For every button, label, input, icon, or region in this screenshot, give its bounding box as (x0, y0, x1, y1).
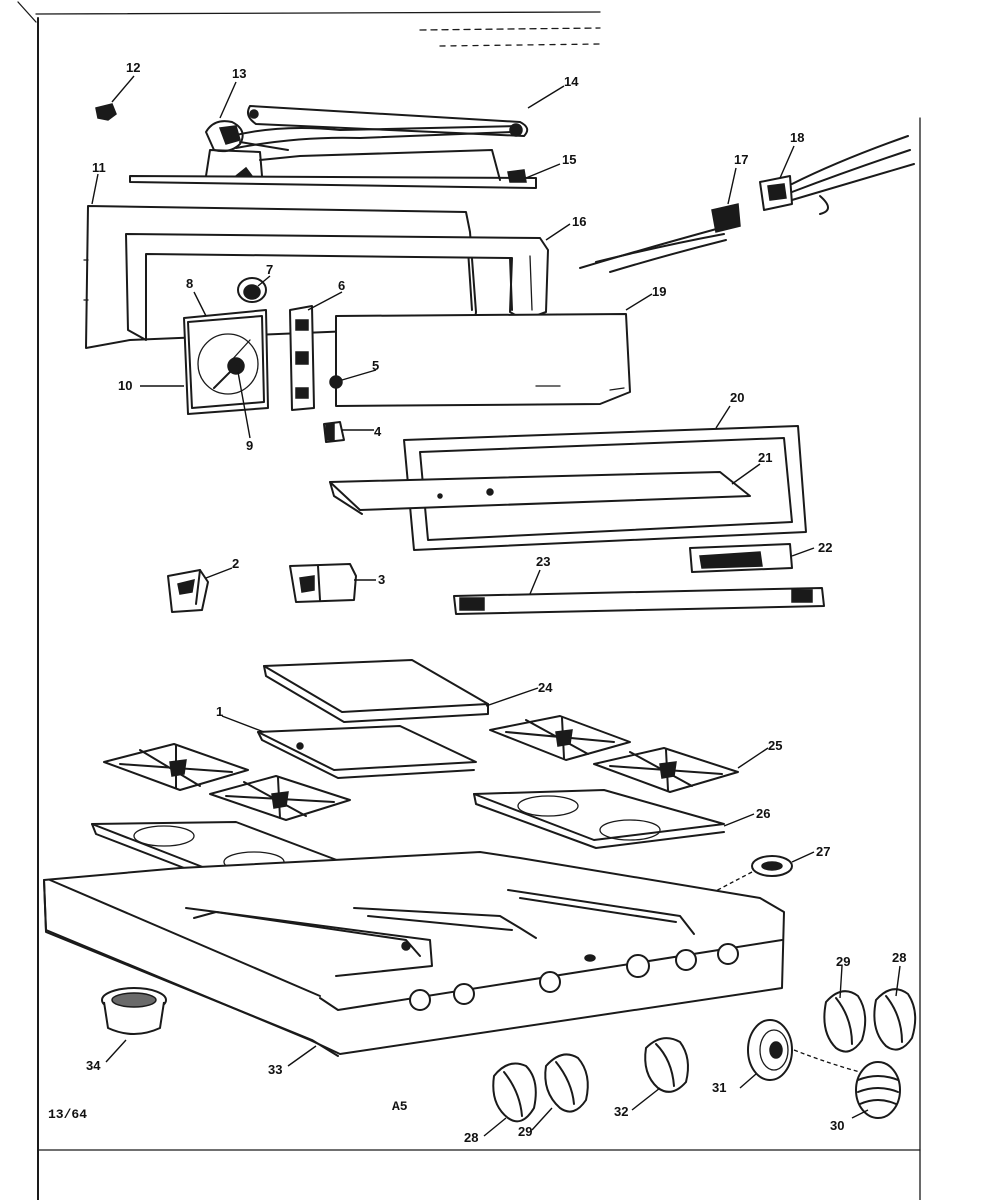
part-door-panel (329, 471, 751, 515)
part-door-handle (689, 543, 793, 573)
part-backguard-trim (125, 233, 549, 341)
label-part-27: 27 (816, 844, 830, 859)
part-maintop (43, 851, 785, 1057)
part-ignitor (751, 855, 793, 877)
label-part-29-right: 29 (836, 954, 850, 969)
leader-lines (91, 75, 901, 1137)
label-part-29-left: 29 (518, 1124, 532, 1139)
label-part-9: 9 (246, 438, 253, 453)
part-center-plate (257, 725, 477, 779)
part-fluorescent-tube (231, 105, 529, 149)
page-border (17, 1, 921, 1200)
label-part-23: 23 (536, 554, 550, 569)
label-part-25: 25 (768, 738, 782, 753)
part-wire-harness-b (759, 135, 915, 215)
label-part-21: 21 (758, 450, 772, 465)
part-cup (101, 987, 167, 1035)
label-part-20: 20 (730, 390, 744, 405)
part-clip (323, 421, 345, 443)
label-part-13: 13 (232, 66, 246, 81)
part-griddle-cover (263, 659, 489, 723)
label-part-6: 6 (338, 278, 345, 293)
label-part-26: 26 (756, 806, 770, 821)
label-part-28-left: 28 (464, 1130, 478, 1145)
label-part-12: 12 (126, 60, 140, 75)
label-part-22: 22 (818, 540, 832, 555)
label-part-19: 19 (652, 284, 666, 299)
label-part-2: 2 (232, 556, 239, 571)
label-part-7: 7 (266, 262, 273, 277)
label-part-30: 30 (830, 1118, 844, 1133)
label-part-31: 31 (712, 1080, 726, 1095)
part-screw (95, 103, 117, 121)
sheet-id: A5 (392, 1099, 408, 1114)
part-control-panel (335, 313, 631, 407)
label-part-16: 16 (572, 214, 586, 229)
part-burner-grates (103, 715, 739, 821)
part-number-labels: 12 13 14 15 11 16 17 18 7 8 6 19 5 10 9 … (86, 60, 906, 1145)
part-lamp-channel (129, 149, 537, 189)
label-part-34: 34 (86, 1058, 101, 1073)
label-part-15: 15 (562, 152, 576, 167)
label-part-18: 18 (790, 130, 804, 145)
part-trim-strip (453, 587, 825, 615)
label-part-3: 3 (378, 572, 385, 587)
label-part-5: 5 (372, 358, 379, 373)
label-part-11: 11 (92, 160, 106, 175)
part-bracket-left (167, 569, 209, 613)
label-part-4: 4 (374, 424, 382, 439)
label-part-28-right: 28 (892, 950, 906, 965)
part-switch-bracket (289, 305, 315, 411)
part-clock-knob (237, 277, 267, 303)
page-code: 13/64 (48, 1107, 87, 1122)
label-part-8: 8 (186, 276, 193, 291)
part-knobs (492, 988, 917, 1123)
label-part-17: 17 (734, 152, 748, 167)
part-wire-harness-a (579, 203, 741, 273)
label-part-10: 10 (118, 378, 132, 393)
label-part-24: 24 (538, 680, 553, 695)
part-clock (183, 309, 269, 415)
part-bracket-right (289, 563, 357, 603)
label-part-1: 1 (216, 704, 223, 719)
label-part-33: 33 (268, 1062, 282, 1077)
label-part-32: 32 (614, 1104, 628, 1119)
part-grommet (329, 375, 343, 389)
label-part-14: 14 (564, 74, 579, 89)
